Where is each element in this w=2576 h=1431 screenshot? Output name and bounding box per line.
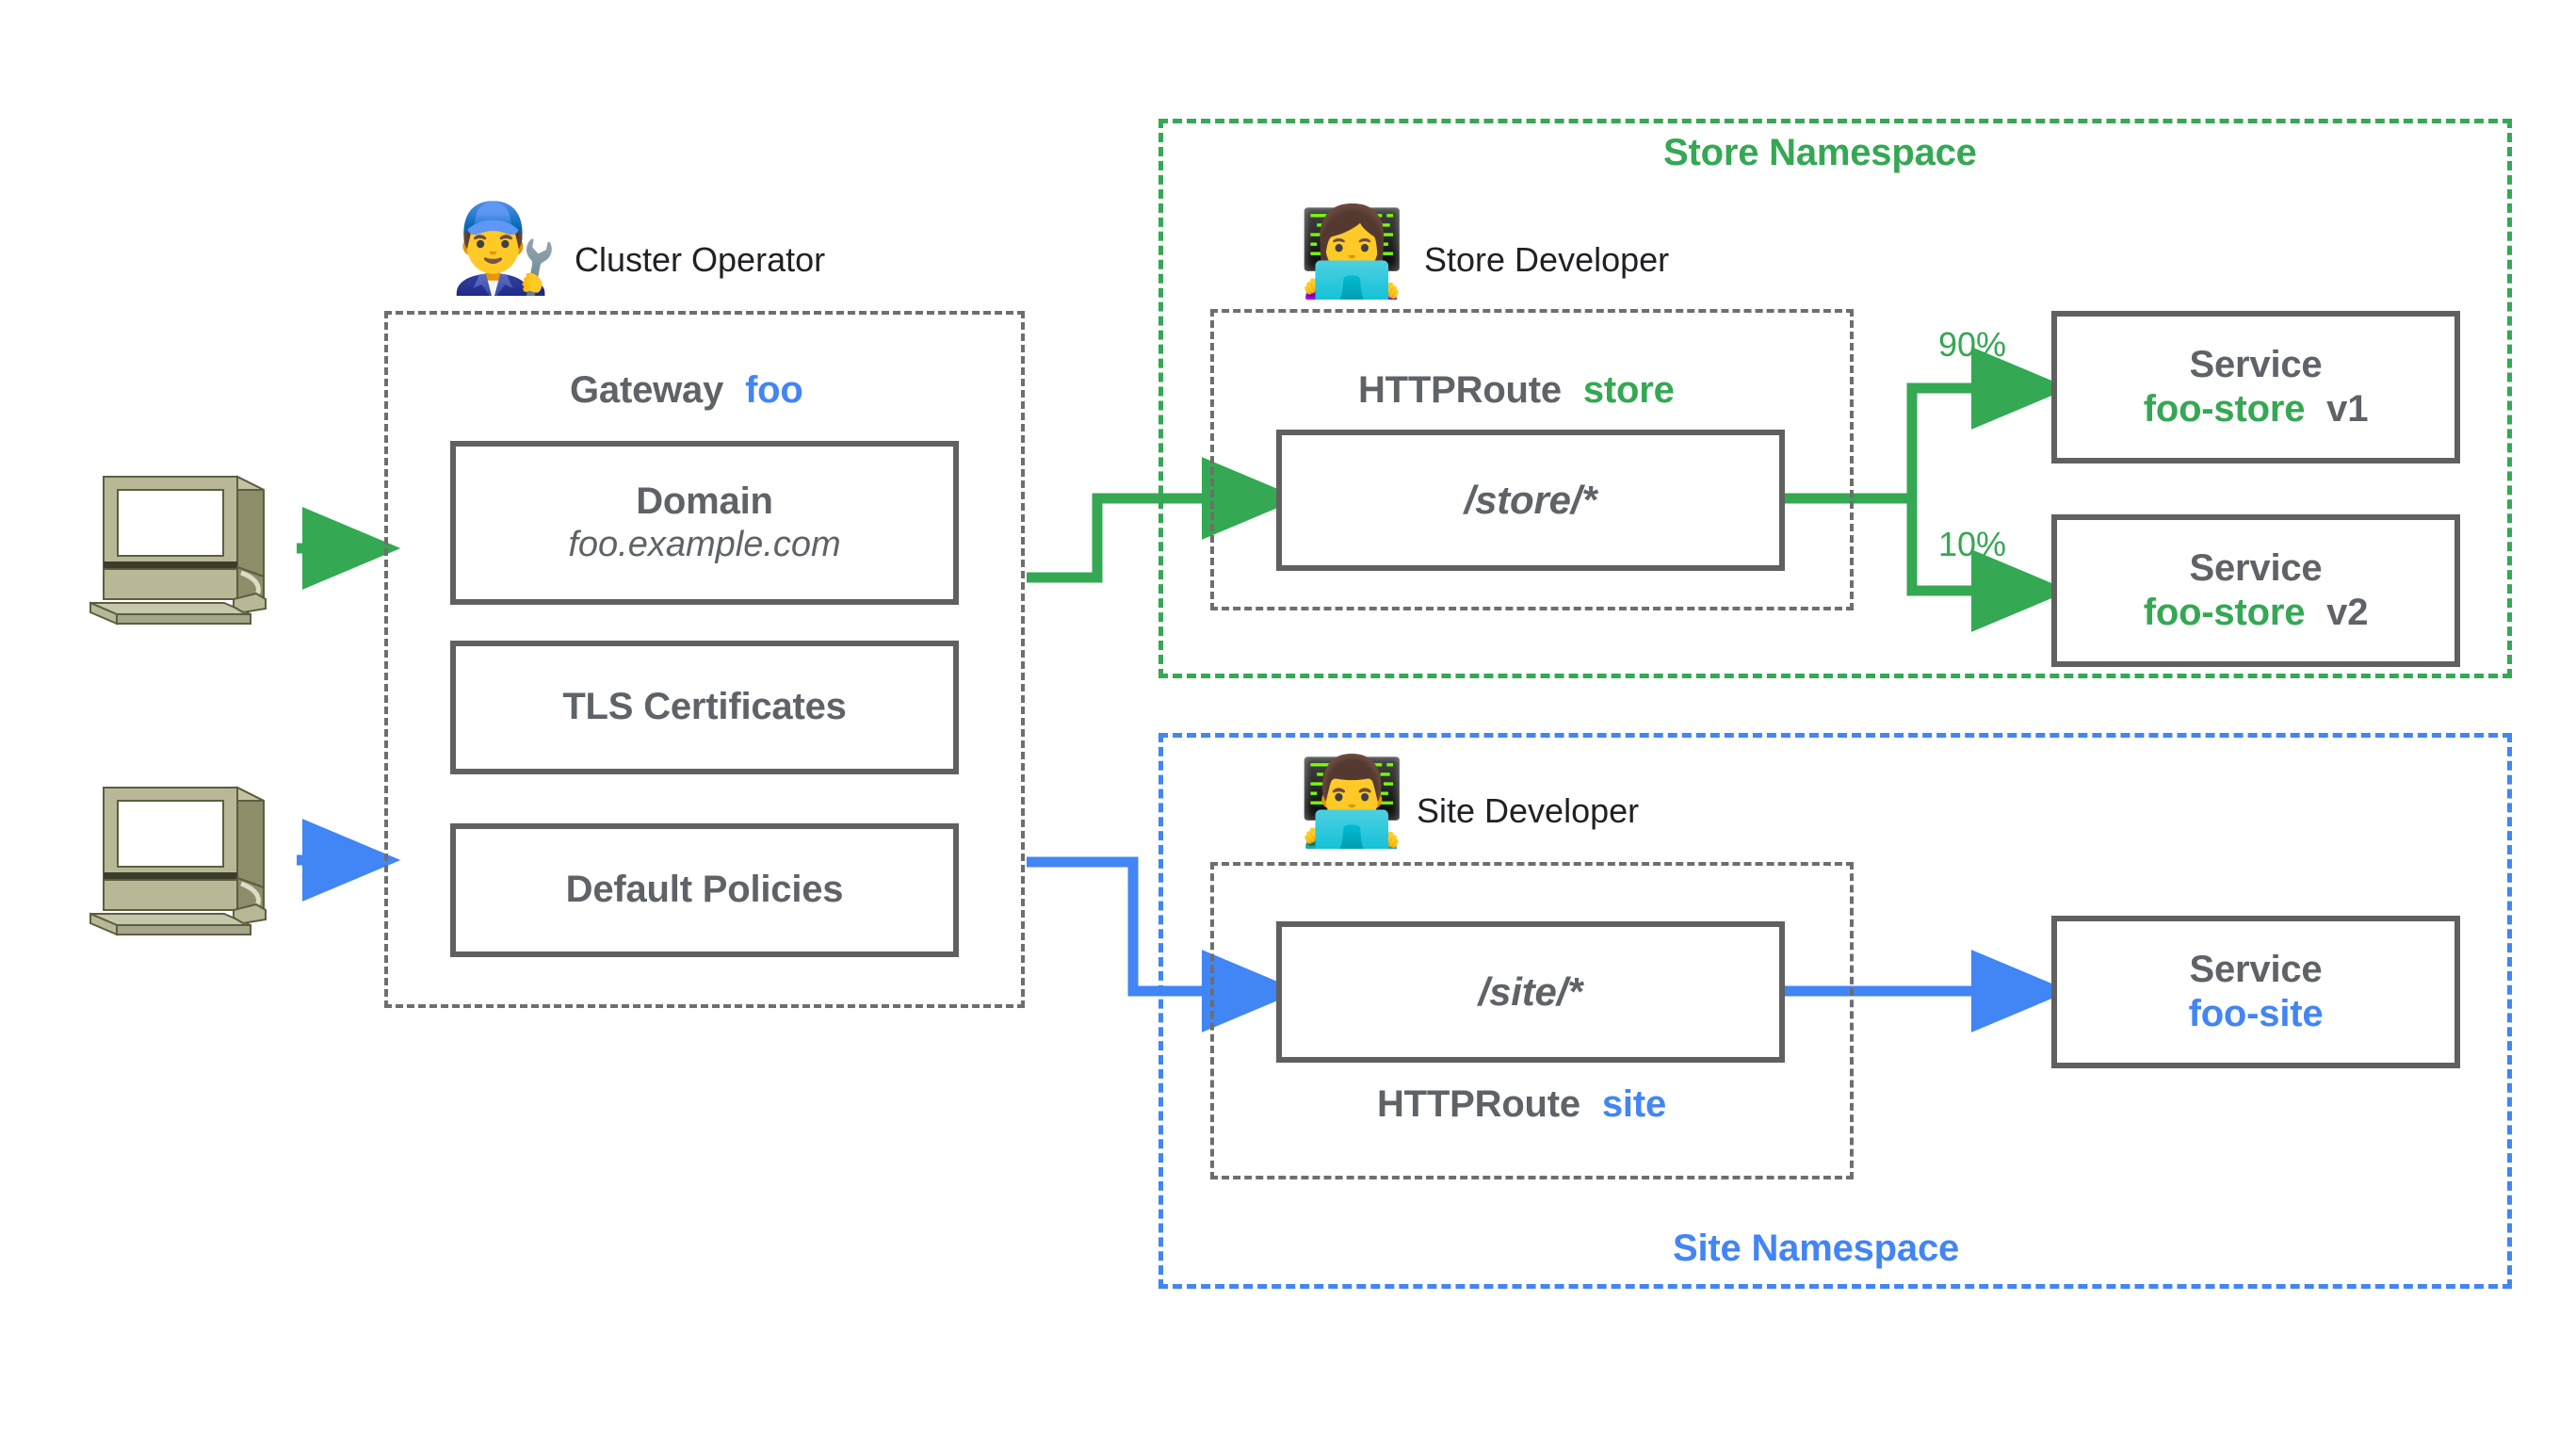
site-httproute-title: HTTPRoute site bbox=[1377, 1083, 1666, 1126]
store-route-match-box[interactable]: /store/* bbox=[1276, 430, 1785, 571]
gateway-title-name: foo bbox=[745, 369, 803, 411]
site-httproute-title-prefix: HTTPRoute bbox=[1377, 1083, 1580, 1125]
site-namespace-label: Site Namespace bbox=[1673, 1228, 1960, 1269]
gateway-resource-tls-certificates[interactable]: TLS Certificates bbox=[450, 641, 959, 774]
store-namespace-container bbox=[1158, 119, 2512, 678]
service-name-row: foo-site bbox=[2189, 992, 2324, 1036]
site-namespace-container bbox=[1158, 733, 2512, 1289]
service-foo-store-v2-name: foo-store bbox=[2143, 592, 2306, 633]
service-foo-store-v2-version: v2 bbox=[2326, 592, 2369, 633]
gateway-title: Gateway foo bbox=[570, 369, 803, 412]
store-developer-label: Store Developer bbox=[1424, 240, 1670, 279]
man-mechanic-icon: 👨‍🔧 bbox=[450, 201, 559, 297]
service-kind-label: Service bbox=[2189, 948, 2323, 990]
man-technologist-icon: 👨‍💻 bbox=[1298, 754, 1406, 850]
gateway-resource-default-policies[interactable]: Default Policies bbox=[450, 823, 959, 957]
woman-technologist-icon: 👩‍💻 bbox=[1298, 204, 1406, 301]
service-foo-store-v1-version: v1 bbox=[2326, 388, 2369, 430]
site-httproute-container bbox=[1210, 862, 1854, 1179]
service-kind-label: Service bbox=[2189, 546, 2323, 589]
store-httproute-title-name: store bbox=[1582, 369, 1675, 411]
gateway-title-prefix: Gateway bbox=[570, 369, 724, 411]
store-httproute-title-prefix: HTTPRoute bbox=[1358, 369, 1562, 411]
domain-label: Domain bbox=[636, 480, 773, 522]
desktop-computer-icon bbox=[77, 462, 283, 631]
gateway-resource-domain[interactable]: Domain foo.example.com bbox=[450, 441, 959, 605]
store-namespace-label: Store Namespace bbox=[1663, 132, 1977, 173]
service-foo-site-name: foo-site bbox=[2188, 993, 2324, 1034]
tls-certificates-label: TLS Certificates bbox=[562, 686, 847, 728]
store-httproute-title: HTTPRoute store bbox=[1358, 369, 1675, 412]
service-kind-label: Service bbox=[2189, 343, 2323, 385]
domain-value: foo.example.com bbox=[568, 525, 841, 565]
store-route-match-value: /store/* bbox=[1464, 478, 1597, 523]
default-policies-label: Default Policies bbox=[565, 869, 844, 911]
service-name-row: foo-store v2 bbox=[2144, 591, 2369, 635]
cluster-operator-label: Cluster Operator bbox=[575, 240, 826, 279]
service-foo-store-v1-name: foo-store bbox=[2143, 388, 2306, 430]
store-v2-weight-label: 10% bbox=[1938, 525, 2007, 563]
site-httproute-title-name: site bbox=[1601, 1083, 1667, 1125]
site-route-match-value: /site/* bbox=[1478, 969, 1583, 1015]
site-route-match-box[interactable]: /site/* bbox=[1276, 921, 1785, 1063]
gateway-container bbox=[384, 311, 1025, 1008]
service-foo-site-box[interactable]: Service foo-site bbox=[2051, 916, 2460, 1068]
desktop-computer-icon bbox=[77, 772, 283, 942]
store-httproute-container bbox=[1210, 309, 1854, 610]
service-foo-store-v1-box[interactable]: Service foo-store v1 bbox=[2051, 311, 2460, 463]
service-foo-store-v2-box[interactable]: Service foo-store v2 bbox=[2051, 514, 2460, 667]
service-name-row: foo-store v1 bbox=[2144, 387, 2369, 431]
site-developer-label: Site Developer bbox=[1417, 791, 1640, 830]
store-v1-weight-label: 90% bbox=[1938, 325, 2007, 364]
